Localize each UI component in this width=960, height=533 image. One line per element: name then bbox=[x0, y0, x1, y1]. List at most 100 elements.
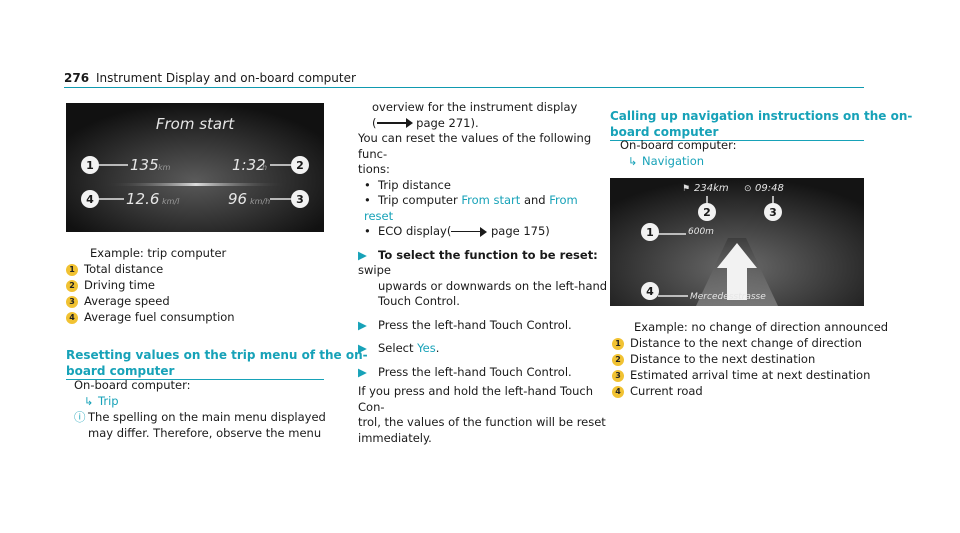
svg-text:4: 4 bbox=[86, 193, 94, 206]
svg-text:2: 2 bbox=[703, 206, 711, 219]
clock-icon: ⊙ bbox=[744, 184, 752, 194]
menu-path-trip: Trip bbox=[98, 394, 119, 408]
col2-reset-line2: tions: bbox=[358, 162, 390, 176]
bullet-text: ECO display( bbox=[378, 224, 452, 238]
caption-text: Current road bbox=[630, 384, 703, 398]
header-rule bbox=[64, 87, 864, 88]
caption-text: Driving time bbox=[84, 278, 156, 292]
fig2-marker-4: 4 bbox=[641, 282, 659, 300]
section1-onboard-label: On-board computer: bbox=[74, 378, 191, 392]
menu-path-navigation: Navigation bbox=[642, 154, 705, 168]
menu-arrow-icon: ↳ bbox=[628, 155, 638, 168]
note-line2: may differ. Therefore, observe the menu bbox=[88, 425, 322, 440]
menu-value-from-reset: From reset bbox=[364, 193, 578, 223]
section2-onboard-label: On-board computer: bbox=[620, 138, 737, 152]
fig1-speed: 96 bbox=[228, 190, 247, 208]
fig2-caption-item-4: 4 Current road bbox=[612, 384, 703, 400]
fig1-marker-2: 2 bbox=[291, 156, 309, 174]
fig1-consumption: 12.6 bbox=[126, 190, 159, 208]
step-arrow-icon: ▶ bbox=[358, 317, 367, 332]
caption-number-3: 3 bbox=[66, 295, 78, 308]
svg-text:1: 1 bbox=[86, 159, 94, 172]
caption-text: Distance to the next change of direction bbox=[630, 336, 862, 350]
page-header-title: Instrument Display and on-board computer bbox=[96, 71, 356, 85]
fig1-title: From start bbox=[156, 115, 235, 133]
caption-number-4: 4 bbox=[612, 385, 624, 398]
step-arrow-icon: ▶ bbox=[358, 247, 367, 262]
bullet-icon: • bbox=[364, 193, 371, 207]
page-arrow-icon bbox=[376, 118, 413, 128]
fig2-turn-distance: 600m bbox=[688, 227, 714, 237]
col2-reset-line1: You can reset the values of the followin… bbox=[358, 131, 592, 161]
fig2-marker-1: 1 bbox=[641, 223, 659, 241]
step1-line3: Touch Control. bbox=[378, 294, 460, 308]
step3-post: . bbox=[435, 341, 440, 355]
caption-number-2: 2 bbox=[66, 279, 78, 292]
step1-line2: upwards or downwards on the left-hand bbox=[378, 278, 608, 293]
svg-text:2: 2 bbox=[296, 159, 304, 172]
caption-text: Distance to the next destination bbox=[630, 352, 816, 366]
page-arrow-icon bbox=[451, 226, 488, 237]
svg-text:1: 1 bbox=[646, 226, 654, 239]
col2-step-3: ▶Select Yes. bbox=[358, 341, 608, 357]
col2-page-ref-1-pre: ( bbox=[372, 115, 377, 130]
section2-rule bbox=[610, 140, 864, 141]
fig1-distance-unit: km bbox=[158, 163, 171, 172]
step2-text: Press the left-hand Touch Control. bbox=[378, 317, 572, 332]
col2-overview-line: overview for the instrument display bbox=[372, 100, 578, 114]
section1-rule bbox=[66, 379, 324, 380]
fig1-consumption-unit: km/l bbox=[162, 197, 180, 206]
fig2-marker-2: 2 bbox=[698, 203, 716, 221]
caption-text: Total distance bbox=[84, 262, 164, 276]
col2-hold-line3: immediately. bbox=[358, 430, 432, 445]
col2-step-4: ▶Press the left-hand Touch Control. bbox=[358, 365, 608, 381]
col2-page-ref-1-text[interactable]: page 271). bbox=[416, 115, 479, 130]
bullet-icon: • bbox=[364, 224, 371, 238]
step1-rest: swipe bbox=[358, 263, 391, 277]
bullet-text-and: and bbox=[523, 193, 546, 207]
col2-step-2: ▶ Press the left-hand Touch Control. bbox=[358, 318, 608, 334]
fig2-caption-example: Example: no change of direction announce… bbox=[634, 320, 889, 334]
step3-text: Select bbox=[378, 341, 414, 355]
trip-computer-figure: From start 135 km 1:32 h 12.6 km/l 96 km… bbox=[66, 103, 324, 232]
page-number: 276 bbox=[64, 71, 90, 85]
col2-page-ref-2-text[interactable]: page 175) bbox=[490, 224, 550, 238]
svg-text:3: 3 bbox=[769, 206, 777, 219]
fig1-time: 1:32 bbox=[232, 156, 266, 174]
section1-title: Resetting values on the trip menu of the… bbox=[66, 348, 368, 379]
col2-hold-line2: trol, the values of the function will be… bbox=[358, 415, 606, 429]
fig1-time-unit: h bbox=[262, 163, 267, 172]
step1-bold: To select the function to be reset: bbox=[378, 247, 598, 262]
section2-title-line1: Calling up navigation instructions on th… bbox=[610, 109, 913, 123]
fig1-marker-1: 1 bbox=[81, 156, 99, 174]
caption-text: Average fuel consumption bbox=[84, 310, 235, 324]
section2-title-line2: board computer bbox=[610, 124, 719, 139]
section1-menu-path[interactable]: ↳ Trip bbox=[84, 394, 119, 410]
menu-value-yes: Yes bbox=[417, 341, 436, 355]
section2-title: Calling up navigation instructions on th… bbox=[610, 109, 912, 140]
fig2-eta: 09:48 bbox=[755, 183, 784, 194]
menu-arrow-icon: ↳ bbox=[84, 395, 94, 408]
col2-bullet-3: • ECO display( page 175) bbox=[358, 224, 608, 240]
section1-title-line2: board computer bbox=[66, 363, 175, 378]
fig2-marker-3: 3 bbox=[764, 203, 782, 221]
caption-number-4: 4 bbox=[66, 311, 78, 324]
step4-text: Press the left-hand Touch Control. bbox=[378, 364, 572, 379]
bullet-text: Trip distance bbox=[378, 177, 451, 192]
section1-title-line1: Resetting values on the trip menu of the… bbox=[66, 348, 368, 362]
col2-page-ref-1: ( page 271). bbox=[358, 116, 608, 132]
col2-bullet-1: •Trip distance bbox=[358, 178, 608, 194]
section2-menu-path[interactable]: ↳ Navigation bbox=[628, 154, 704, 170]
fig1-caption-item-2: 2 Driving time bbox=[66, 278, 155, 294]
menu-value-from-start: From start bbox=[461, 193, 521, 207]
col2-hold-line1: If you press and hold the left-hand Touc… bbox=[358, 384, 594, 414]
caption-text: Estimated arrival time at next destinati… bbox=[630, 368, 871, 382]
svg-text:3: 3 bbox=[296, 193, 304, 206]
note-line1: The spelling on the main menu displayed bbox=[88, 410, 326, 424]
